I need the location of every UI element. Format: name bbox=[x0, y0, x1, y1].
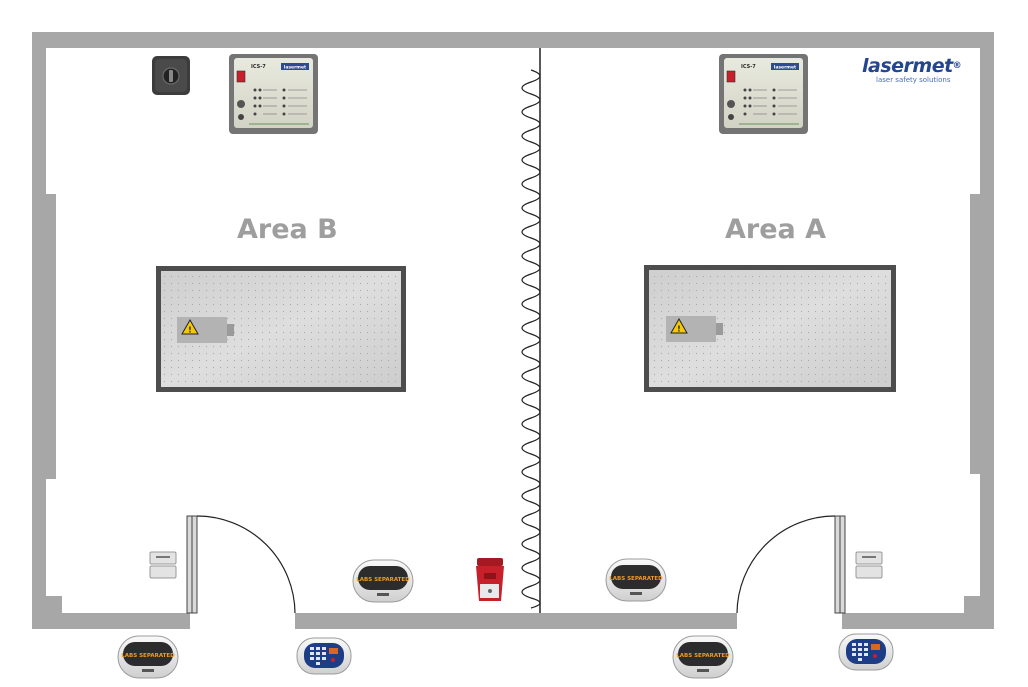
labs-separated-sign: LABS SEPARATED bbox=[117, 635, 179, 679]
interlock-controller-left: ICS-7 lasermet bbox=[229, 54, 318, 134]
interlock-controller-right: ICS-7 lasermet bbox=[719, 54, 808, 134]
outer-walls bbox=[32, 32, 994, 629]
laser-head: ! bbox=[666, 316, 723, 342]
door-interlock-icon bbox=[149, 551, 177, 579]
optical-table-left: ! bbox=[156, 266, 406, 392]
door-right bbox=[736, 515, 846, 614]
key-switch-icon bbox=[152, 56, 190, 95]
controller-brand: lasermet bbox=[284, 65, 307, 71]
emergency-stop-icon bbox=[476, 558, 504, 601]
controller-brand: lasermet bbox=[774, 65, 797, 71]
labs-separated-text: LABS SEPARATED bbox=[676, 653, 730, 659]
lasermet-logo: lasermet® laser safety solutions bbox=[862, 55, 962, 84]
optical-table-right: ! bbox=[644, 265, 896, 392]
labs-separated-sign: LABS SEPARATED bbox=[672, 635, 734, 679]
area-label-left: Area B bbox=[237, 214, 338, 245]
area-label-right: Area A bbox=[725, 214, 827, 245]
keypad-icon bbox=[838, 633, 894, 671]
laser-warning-icon: ! bbox=[670, 317, 688, 334]
logo-tagline: laser safety solutions bbox=[876, 76, 951, 84]
labs-separated-text: LABS SEPARATED bbox=[356, 577, 410, 583]
door-left bbox=[186, 515, 296, 614]
labs-separated-sign: LABS SEPARATED bbox=[352, 559, 414, 603]
labs-separated-text: LABS SEPARATED bbox=[609, 576, 663, 582]
labs-separated-text: LABS SEPARATED bbox=[121, 653, 175, 659]
controller-model: ICS-7 bbox=[741, 64, 756, 70]
keypad-icon bbox=[296, 637, 352, 675]
svg-text:!: ! bbox=[677, 325, 681, 334]
laser-curtain bbox=[521, 69, 541, 609]
laser-warning-icon: ! bbox=[181, 318, 199, 335]
laser-head: ! bbox=[177, 317, 234, 343]
logo-brand: lasermet bbox=[862, 55, 953, 77]
labs-separated-sign: LABS SEPARATED bbox=[605, 558, 667, 602]
door-interlock-icon bbox=[855, 551, 883, 579]
svg-text:!: ! bbox=[188, 326, 192, 335]
controller-model: ICS-7 bbox=[251, 64, 266, 70]
